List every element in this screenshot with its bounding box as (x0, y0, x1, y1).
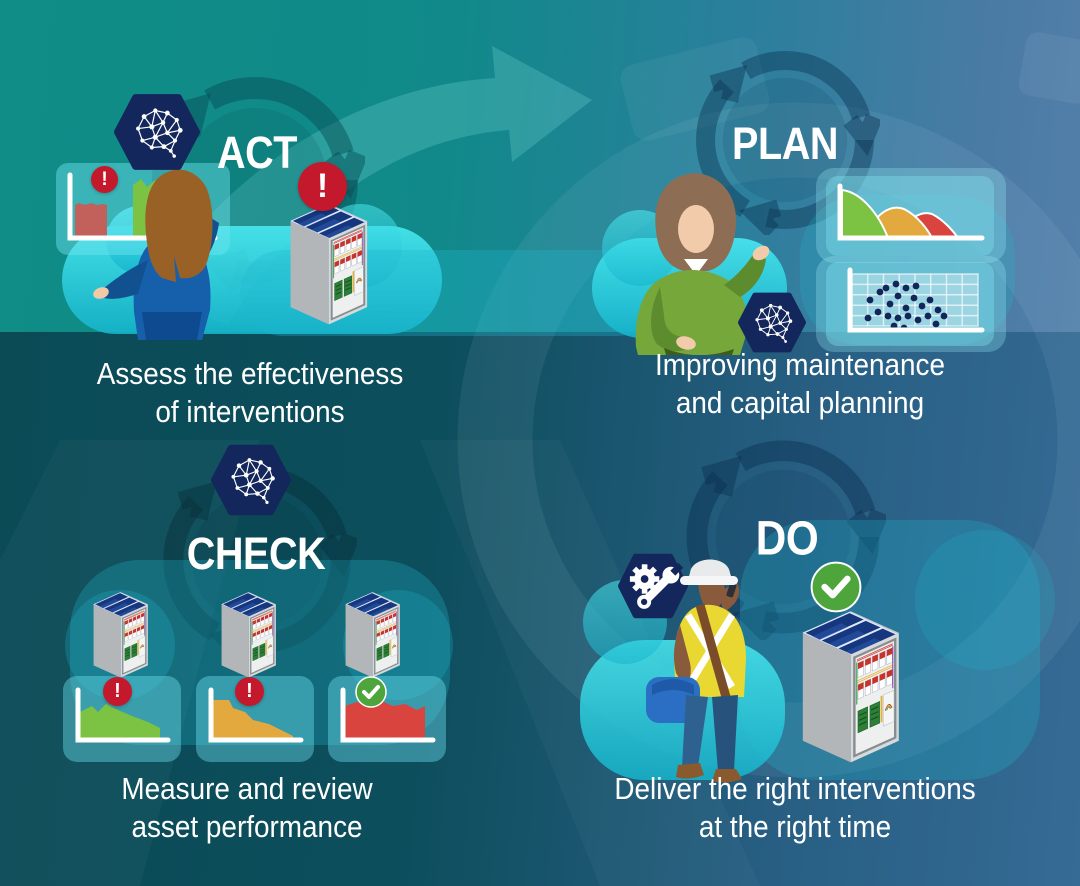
electrical-cabinet (290, 203, 368, 325)
success-check-icon (355, 676, 387, 708)
field-worker-hard-hat (646, 559, 746, 783)
deco-tile (1018, 32, 1080, 104)
plan-label: PLAN (731, 118, 839, 169)
check-performance-chart-orange (196, 676, 314, 762)
success-check-icon (810, 561, 862, 613)
ai-brain-icon (211, 438, 291, 522)
electrical-cabinet (802, 610, 900, 764)
warning-icon: ! (91, 166, 118, 193)
ai-brain-icon (114, 87, 200, 177)
planner-woman-gesturing (635, 173, 770, 355)
check-performance-chart-green (63, 676, 181, 762)
act-label: ACT (216, 127, 298, 178)
plan-forecast-chart (826, 176, 994, 256)
electrical-cabinet (345, 591, 401, 678)
analyst-woman-back-view (93, 169, 219, 340)
warning-icon: ! (235, 677, 264, 706)
electrical-cabinet (221, 591, 277, 678)
gear-wrench-icon (618, 553, 688, 619)
do-label: DO (755, 512, 819, 566)
warning-icon: ! (298, 162, 347, 211)
electrical-cabinet (93, 591, 149, 678)
check-label: CHECK (186, 528, 326, 579)
plan-scatter-chart (826, 262, 994, 346)
warning-icon: ! (103, 677, 132, 706)
check-performance-chart-red (328, 676, 446, 762)
